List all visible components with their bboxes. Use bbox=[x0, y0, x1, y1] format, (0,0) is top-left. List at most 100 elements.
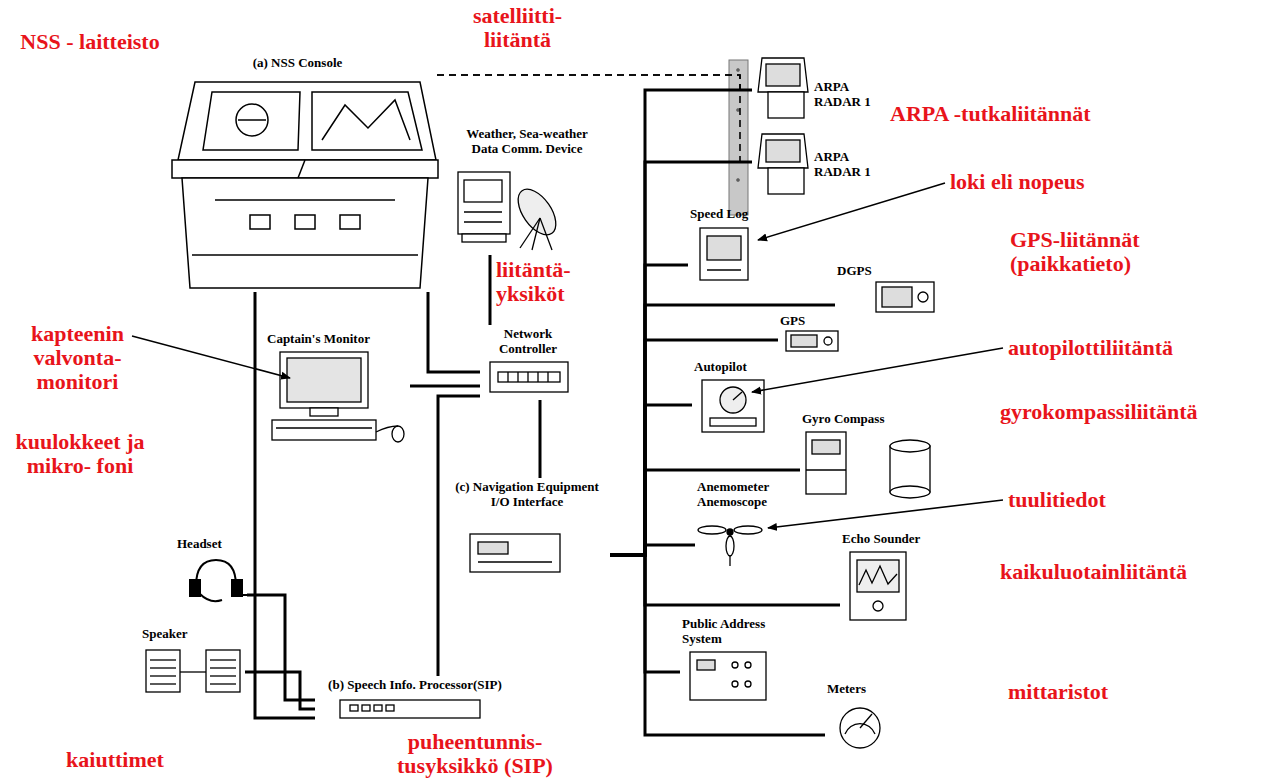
connector bbox=[428, 292, 480, 372]
io-interface-drawing-part bbox=[478, 542, 508, 554]
device-node: (c) Navigation Equipment I/O Interface bbox=[445, 478, 610, 578]
captain-monitor-drawing-part bbox=[280, 352, 368, 408]
meters-drawing-part bbox=[845, 724, 875, 734]
device-node: Weather, Sea-weather Data Comm. Device bbox=[452, 125, 604, 255]
dgps-drawing-part bbox=[876, 282, 934, 312]
gps-drawing-part bbox=[824, 337, 832, 345]
annotation-label: puheentunnis- tusyksikkö (SIP) bbox=[360, 730, 590, 778]
meters-drawing bbox=[840, 708, 880, 748]
connector bbox=[438, 396, 480, 676]
gps-drawing-part bbox=[786, 331, 838, 351]
anemometer-drawing-part bbox=[727, 529, 733, 535]
annotation-label: kaikuluotainliitäntä bbox=[1000, 560, 1255, 584]
gyro-compass-drawing-part bbox=[890, 440, 930, 452]
device-label: Headset bbox=[177, 537, 245, 552]
connector bbox=[610, 470, 800, 555]
speaker-drawing-part bbox=[150, 675, 176, 676]
autopilot-drawing-part bbox=[733, 392, 742, 400]
device-node: Captain's Monitor bbox=[265, 330, 410, 450]
console-drawing-part bbox=[182, 178, 428, 288]
dgps-drawing-part bbox=[918, 292, 928, 302]
anemometer-drawing bbox=[698, 526, 762, 566]
weather-device-drawing-part bbox=[464, 221, 502, 222]
annotation-label: kapteenin valvonta- monitori bbox=[5, 322, 150, 393]
annotation-label: satelliitti- liitäntä bbox=[450, 4, 585, 52]
network-controller-drawing-part bbox=[537, 372, 538, 382]
device-label: (b) Speech Info. Processor(SIP) bbox=[315, 678, 515, 693]
device-node: DGPS bbox=[835, 262, 940, 320]
device-label: Autopilot bbox=[694, 360, 772, 375]
console-drawing-part bbox=[203, 92, 300, 150]
connector bbox=[247, 595, 315, 700]
device-node: Network Controller bbox=[480, 325, 575, 400]
console-drawing-part bbox=[295, 215, 315, 229]
public-address-drawing-part bbox=[732, 681, 738, 687]
network-controller-drawing-part bbox=[547, 372, 548, 382]
console-drawing-part bbox=[298, 160, 305, 178]
network-controller-drawing-part bbox=[490, 362, 568, 392]
echo-sounder-drawing-part bbox=[873, 601, 883, 611]
device-node: Anemometer Anemoscope bbox=[695, 478, 785, 568]
gyro-compass-drawing-part bbox=[812, 440, 840, 454]
connector bbox=[539, 400, 542, 478]
device-label: Weather, Sea-weather Data Comm. Device bbox=[452, 127, 602, 157]
echo-sounder-drawing-part bbox=[859, 566, 897, 585]
weather-device-drawing-part bbox=[540, 218, 552, 250]
console-drawing-part bbox=[312, 92, 422, 150]
console-drawing-part bbox=[172, 160, 438, 178]
device-node: (b) Speech Info. Processor(SIP) bbox=[315, 676, 517, 726]
captain-monitor-drawing-part bbox=[310, 408, 338, 416]
console-drawing-part bbox=[236, 104, 268, 136]
annotation-label: gyrokompassiliitäntä bbox=[1000, 400, 1255, 424]
meters-drawing-part bbox=[860, 714, 872, 728]
captain-monitor-drawing-part bbox=[287, 358, 361, 402]
device-node: Meters bbox=[825, 680, 900, 755]
gyro-compass-drawing-part bbox=[806, 432, 846, 494]
satellite-junction-box-part bbox=[737, 179, 740, 182]
device-node: Gyro Compass bbox=[800, 410, 940, 498]
captain-monitor-drawing-part bbox=[276, 427, 372, 428]
speaker-drawing-part bbox=[150, 683, 176, 684]
sip-drawing-part bbox=[386, 705, 394, 711]
satellite-junction-box-part bbox=[729, 60, 748, 215]
device-node: Public Address System bbox=[680, 615, 780, 705]
network-controller-drawing-part bbox=[517, 372, 518, 382]
anemometer-drawing-part bbox=[726, 536, 734, 556]
device-label: (a) NSS Console bbox=[160, 56, 435, 71]
speed-log-drawing bbox=[700, 228, 748, 280]
device-label: Speaker bbox=[142, 627, 242, 642]
connector bbox=[410, 385, 480, 388]
radar-drawing-part bbox=[758, 58, 808, 92]
anemometer-drawing-part bbox=[698, 526, 726, 534]
sip-drawing-part bbox=[362, 705, 370, 711]
weather-device-drawing-part bbox=[532, 218, 540, 250]
captain-monitor-drawing-part bbox=[376, 426, 398, 432]
gyro-compass-drawing bbox=[806, 432, 930, 498]
connector bbox=[245, 672, 315, 709]
annotation-label: GPS-liitännät (paikkatieto) bbox=[1010, 228, 1180, 276]
console-drawing-part bbox=[178, 82, 436, 160]
device-node: ARPA RADAR 1 bbox=[752, 52, 884, 122]
autopilot-drawing-part bbox=[710, 418, 756, 426]
connector bbox=[610, 405, 692, 555]
weather-device-drawing-part bbox=[464, 211, 502, 212]
headset-drawing-part bbox=[196, 560, 236, 586]
device-label: ARPA RADAR 1 bbox=[814, 150, 882, 180]
device-node: Autopilot bbox=[692, 358, 774, 438]
device-node: Headset bbox=[175, 535, 247, 610]
speaker-drawing-part bbox=[210, 659, 236, 660]
weather-device-drawing-part bbox=[462, 234, 506, 242]
speaker-drawing bbox=[146, 650, 240, 692]
captain-monitor-drawing bbox=[272, 352, 404, 442]
annotation-label: ARPA -tutkaliitännät bbox=[890, 102, 1150, 126]
device-label: Public Address System bbox=[682, 617, 778, 647]
dgps-drawing bbox=[876, 282, 934, 312]
speaker-drawing-part bbox=[210, 683, 236, 684]
console-drawing-part bbox=[340, 215, 360, 229]
console-drawing bbox=[172, 82, 438, 288]
device-label: GPS bbox=[780, 314, 840, 329]
device-label: Echo Sounder bbox=[842, 532, 924, 547]
gyro-compass-drawing-part bbox=[806, 469, 846, 470]
device-label: (c) Navigation Equipment I/O Interface bbox=[447, 480, 607, 510]
device-label: Gyro Compass bbox=[802, 412, 937, 427]
